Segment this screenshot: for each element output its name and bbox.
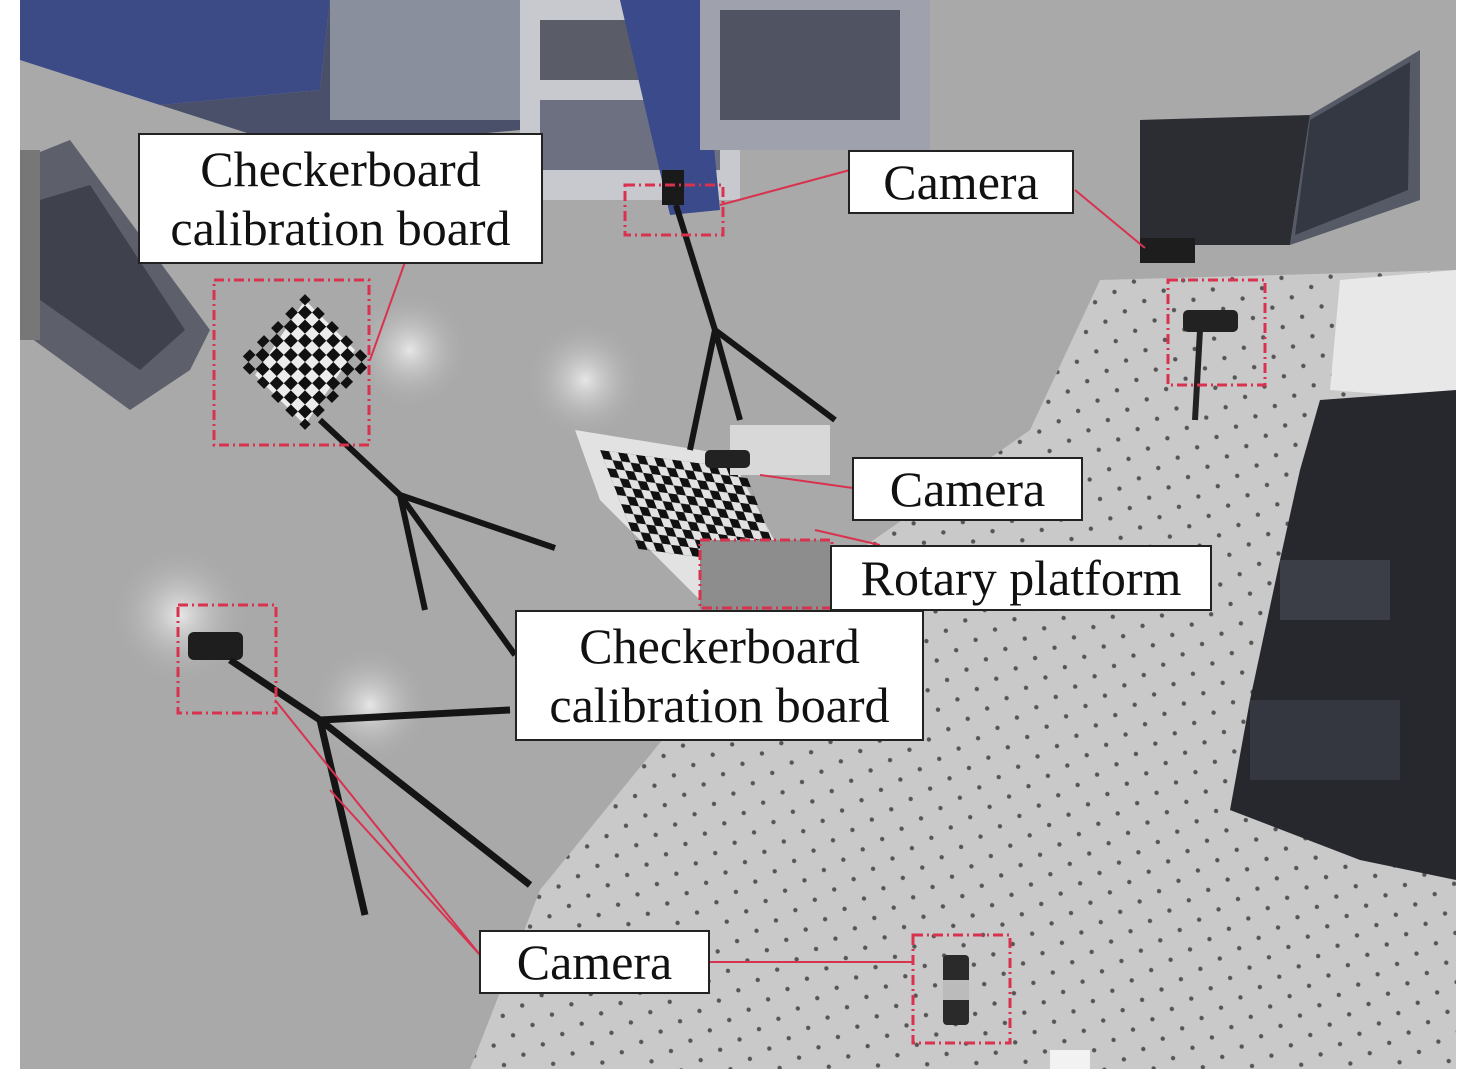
marker-right-camera bbox=[1166, 278, 1267, 387]
label-camera-middle: Camera bbox=[852, 457, 1083, 521]
marker-top-camera bbox=[623, 183, 725, 237]
leader-lines bbox=[274, 169, 1146, 963]
label-checkerboard-center-line1: Checkerboard bbox=[579, 617, 860, 674]
optical-table bbox=[470, 270, 1456, 1069]
marker-bottom-left-camera bbox=[176, 603, 278, 715]
left-cart bbox=[20, 140, 210, 410]
marker-bottom-camera bbox=[911, 933, 1012, 1045]
label-rotary-platform-text: Rotary platform bbox=[860, 549, 1182, 606]
label-checkerboard-top-line1: Checkerboard bbox=[200, 140, 481, 197]
label-checkerboard-top: Checkerboard calibration board bbox=[138, 133, 543, 264]
right-camera bbox=[1140, 238, 1238, 421]
laptop bbox=[1140, 50, 1420, 245]
label-rotary-platform: Rotary platform bbox=[830, 545, 1212, 611]
label-camera-top-text: Camera bbox=[883, 153, 1039, 210]
label-camera-bottom-text: Camera bbox=[516, 933, 673, 990]
label-camera-middle-text: Camera bbox=[889, 460, 1046, 517]
center-checkerboard bbox=[575, 425, 830, 610]
instrument-stack bbox=[1230, 270, 1456, 880]
label-checkerboard-top-line2: calibration board bbox=[170, 199, 511, 256]
bottom-camera bbox=[943, 955, 969, 1025]
equipment-racks bbox=[20, 0, 930, 215]
label-camera-bottom: Camera bbox=[479, 930, 710, 994]
top-camera-tripod bbox=[662, 170, 837, 451]
middle-camera bbox=[705, 450, 750, 468]
label-camera-top: Camera bbox=[848, 150, 1074, 214]
label-checkerboard-center-line2: calibration board bbox=[549, 676, 890, 733]
label-checkerboard-center: Checkerboard calibration board bbox=[515, 610, 924, 741]
